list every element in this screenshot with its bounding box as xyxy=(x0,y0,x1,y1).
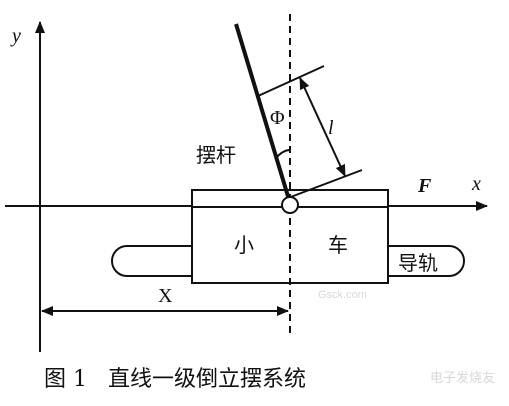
length-extension-bottom xyxy=(287,169,363,199)
rail-label: 导轨 xyxy=(398,251,438,275)
y-axis-label: y xyxy=(10,25,21,47)
length-label: l xyxy=(328,117,334,139)
pendulum-rod xyxy=(234,23,292,204)
cart-label-left: 小 xyxy=(234,233,254,257)
watermark-center: Gsck.com xyxy=(318,289,367,301)
angle-arc xyxy=(275,149,291,159)
cart-label-right: 车 xyxy=(328,233,348,257)
position-label: X xyxy=(158,285,173,307)
length-dimension-arrow xyxy=(299,77,346,177)
angle-label: Φ xyxy=(270,107,285,129)
pivot-joint xyxy=(281,196,299,214)
force-label: F xyxy=(417,175,432,197)
figure-caption: 图 1 直线一级倒立摆系统 xyxy=(44,367,306,392)
watermark-bottom-right: 电子发烧友 xyxy=(430,370,495,385)
x-axis-label: x xyxy=(471,173,481,195)
pendulum-label: 摆杆 xyxy=(196,143,236,167)
length-extension-top xyxy=(257,65,325,97)
